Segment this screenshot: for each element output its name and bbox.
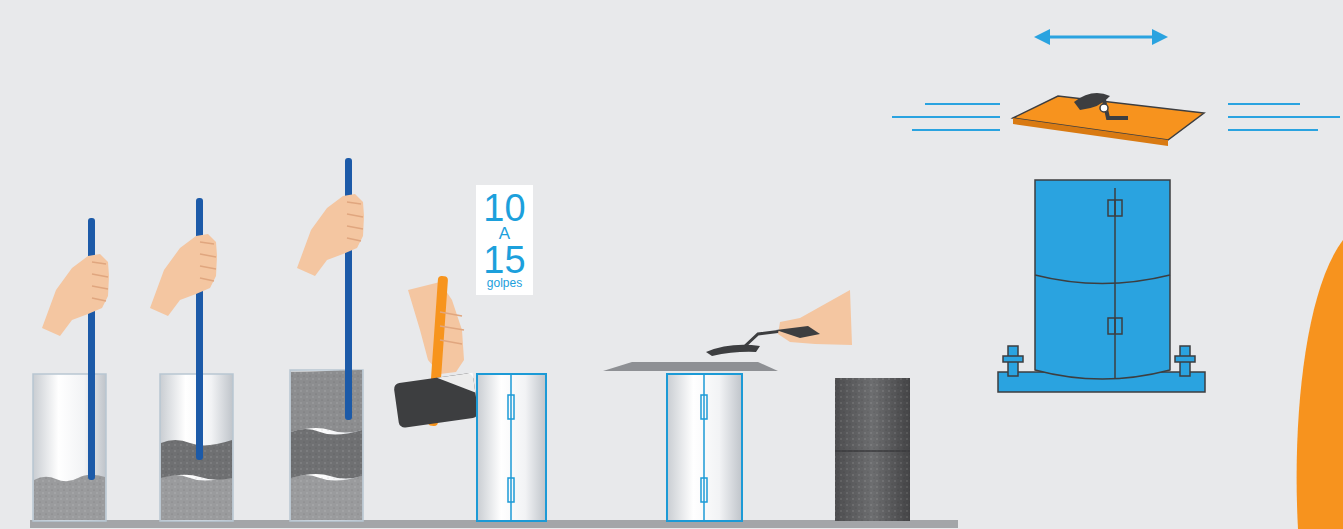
cylinder-three-layers xyxy=(290,158,364,521)
blow-count-text: golpes xyxy=(480,278,529,289)
cylinder-two-layers xyxy=(150,198,233,521)
note-box: 10A15golpes xyxy=(476,185,533,295)
orange-accent xyxy=(1297,240,1343,529)
concrete-specimen xyxy=(835,378,910,521)
blow-count-text: 10 xyxy=(480,190,529,226)
blow-count-text: A xyxy=(480,226,529,242)
mold-on-base xyxy=(892,29,1340,392)
cylinder-mold xyxy=(477,374,546,521)
rubber-mallet xyxy=(393,276,478,429)
blow-count-text: 15 xyxy=(480,242,529,278)
mold-with-plate xyxy=(603,290,852,521)
cylinder-one-layer xyxy=(33,218,109,521)
